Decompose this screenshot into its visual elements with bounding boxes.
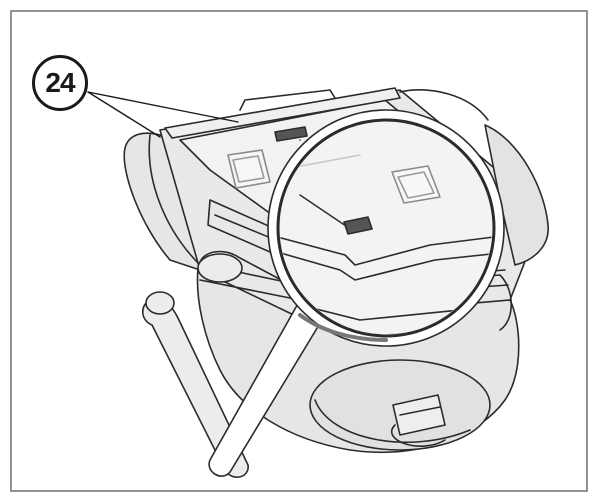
base-housing [196,267,520,454]
left-compartment [227,149,271,189]
lid-tab [274,126,308,142]
callout-badge: 24 [32,55,88,111]
rear-handle [141,291,249,478]
callout-number: 24 [45,67,75,98]
callout-leaders [87,91,239,138]
frame-border [10,10,588,492]
